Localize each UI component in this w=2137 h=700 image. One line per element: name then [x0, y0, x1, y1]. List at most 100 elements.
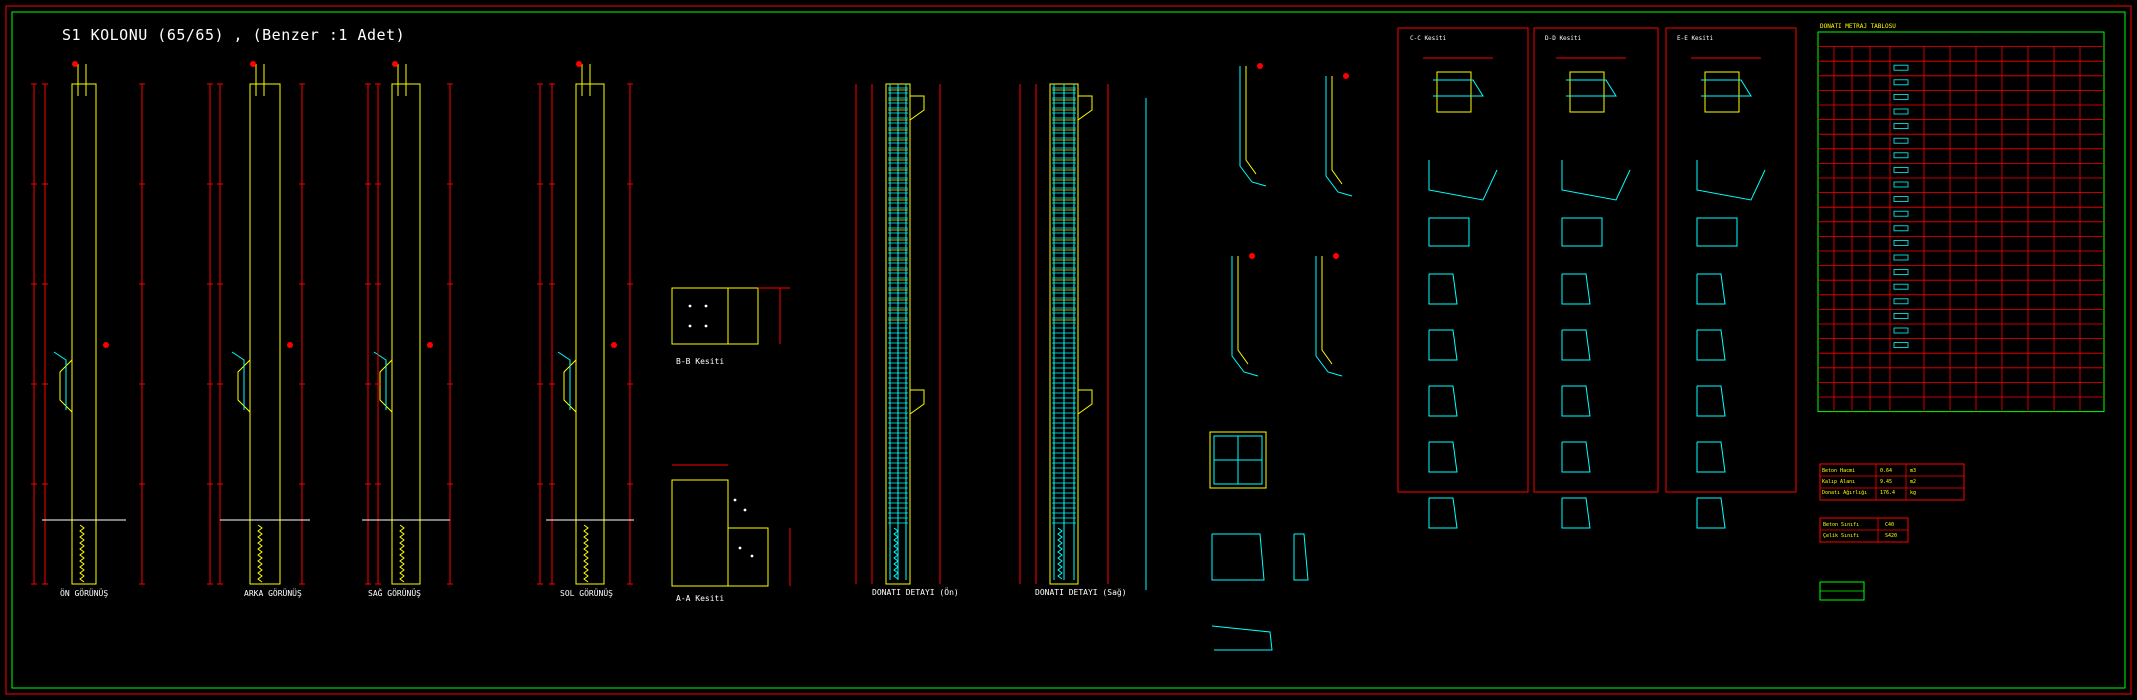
panel-frame	[1397, 27, 1529, 493]
corbel-section	[1436, 71, 1472, 113]
shape-thumb	[1893, 166, 1909, 173]
section-b-outline	[671, 287, 729, 345]
mid-corbel	[909, 389, 925, 415]
top-corbel	[909, 95, 925, 121]
drawing-title: S1 KOLONU (65/65) , (Benzer :1 Adet)	[62, 26, 406, 44]
detail-label-right: DONATI DETAYI (Sağ)	[1035, 588, 1127, 597]
bent-bar-outline-3	[1321, 256, 1333, 365]
socket-wave	[79, 524, 85, 583]
stirrup-shape	[1561, 441, 1591, 473]
steel-class-label: Çelik Sınıfı	[1823, 533, 1859, 539]
rebar-dot	[688, 304, 692, 308]
shape-thumb	[1893, 342, 1909, 349]
socket-wave	[1057, 527, 1063, 580]
stirrup-shape	[1428, 329, 1458, 361]
concrete-class-value: C40	[1885, 522, 1894, 528]
bent-bar-1	[1325, 76, 1353, 197]
stirrup-shape	[1561, 273, 1591, 305]
elevation-left	[537, 61, 634, 585]
reinforcement-details	[855, 83, 1147, 590]
shape-thumb	[1893, 312, 1909, 319]
top-corbel	[1077, 95, 1093, 121]
corbel-bar	[557, 351, 571, 410]
shape-thumb	[1893, 123, 1909, 129]
bent-bar-outline-0	[1245, 66, 1257, 175]
summary-label-2: Donatı Ağırlığı	[1822, 489, 1867, 496]
detail-0	[855, 83, 941, 585]
bent-bar-0	[1239, 66, 1267, 187]
stirrup-shape	[1428, 385, 1458, 417]
callout-marker	[427, 342, 433, 348]
schedule-title: DONATI METRAJ TABLOSU	[1820, 23, 1896, 30]
stirrup-shape	[1428, 441, 1458, 473]
shape-thumb	[1893, 152, 1909, 159]
column-outline	[249, 83, 281, 585]
panel-1	[1533, 27, 1659, 529]
callout-marker	[611, 342, 617, 348]
socket-wave	[583, 524, 589, 583]
panel-label-e: E-E Kesiti	[1677, 35, 1714, 42]
rebar-dot	[704, 324, 708, 328]
summary-unit-0: m3	[1910, 468, 1916, 474]
column-sections	[671, 287, 791, 587]
corbel-bar	[231, 351, 245, 410]
bar-marker	[1257, 63, 1263, 69]
callout-marker	[287, 342, 293, 348]
section-panels	[1397, 27, 1797, 529]
bent-bar-outline-1	[1331, 76, 1343, 185]
stirrup-rect	[1561, 217, 1603, 247]
column-outline	[575, 83, 605, 585]
detail-1	[1019, 83, 1109, 585]
stirrup-shape	[1428, 273, 1458, 305]
stirrup-shape	[1211, 625, 1273, 651]
callout-marker	[392, 61, 398, 67]
shape-thumb	[1893, 108, 1909, 115]
shape-thumb	[1893, 225, 1909, 232]
bar-marker	[1343, 73, 1349, 79]
socket-wave	[257, 524, 263, 583]
drawing-frame-inner	[11, 11, 2126, 689]
socket-wave	[893, 527, 899, 580]
bent-bar-shapes	[1209, 63, 1353, 651]
corbel-section	[1704, 71, 1740, 113]
shape-thumb	[1893, 239, 1909, 246]
elevation-label-back: ARKA GÖRÜNÜŞ	[244, 588, 302, 598]
shape-thumb	[1893, 327, 1909, 334]
summary-value-2: 176.4	[1880, 490, 1895, 496]
column-outline	[71, 83, 97, 585]
summary-unit-1: m2	[1910, 479, 1916, 485]
column-elevations	[31, 61, 634, 585]
elevation-label-left: SOL GÖRÜNÜŞ	[560, 588, 613, 598]
stirrup-shape	[1428, 497, 1458, 529]
corbel-bars	[1433, 79, 1484, 97]
bar-marker	[1333, 253, 1339, 259]
section-a-corbel	[727, 527, 769, 587]
section-label-b: B-B Kesiti	[676, 357, 724, 366]
summary-label-1: Kalıp Alanı	[1822, 479, 1855, 485]
rebar-dot	[738, 546, 742, 550]
corbel-bars	[1701, 79, 1752, 97]
cage-outline	[1209, 431, 1267, 489]
shape-thumb	[1893, 181, 1909, 188]
stirrup-rect	[1428, 217, 1470, 247]
panel-0	[1397, 27, 1529, 529]
panel-2	[1665, 27, 1797, 529]
socket-wave	[399, 524, 405, 583]
steel-class-value: S420	[1885, 533, 1897, 539]
hook-shape	[1696, 160, 1766, 201]
shape-thumb	[1893, 94, 1909, 100]
hook-shape	[1428, 160, 1498, 201]
rebar-dot	[688, 324, 692, 328]
bent-bar-3	[1315, 256, 1343, 377]
panel-frame	[1533, 27, 1659, 493]
shape-thumb	[1893, 196, 1909, 203]
panel-label-c: C-C Kesiti	[1410, 35, 1447, 42]
stirrup-shape	[1696, 385, 1726, 417]
rebar-dot	[704, 304, 708, 308]
elevation-back	[207, 61, 310, 585]
corbel-bars	[1566, 79, 1617, 97]
summary-label-0: Beton Hacmi	[1822, 468, 1855, 474]
stirrup-shape	[1561, 385, 1591, 417]
column-outline	[391, 83, 421, 585]
